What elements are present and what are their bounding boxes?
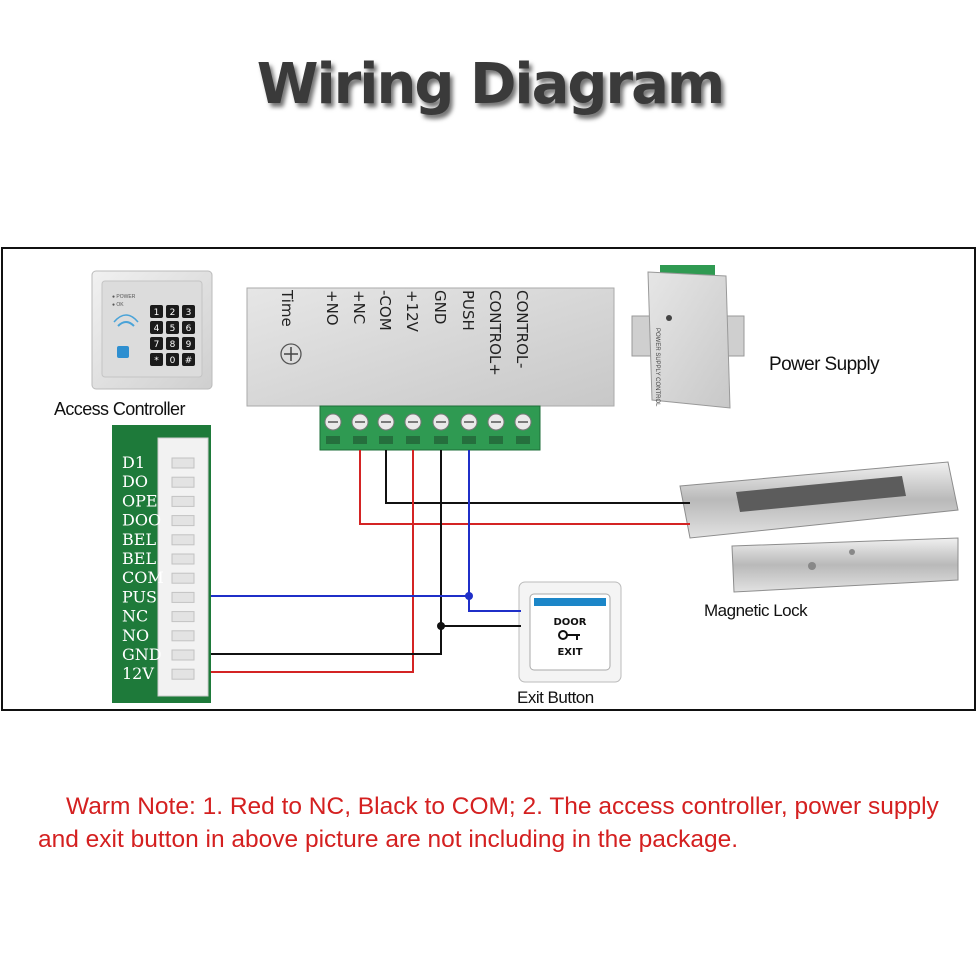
pcb-pin-slot (171, 553, 195, 565)
pcb-pin-label: COM (122, 568, 164, 587)
svg-text:POWER SUPPLY CONTROL: POWER SUPPLY CONTROL (654, 328, 660, 407)
pcb-pin-slot (171, 572, 195, 584)
keypad-key-label: 5 (170, 324, 176, 334)
access-controller-label: Access Controller (54, 399, 185, 419)
terminal-label: CONTROL+ (486, 290, 504, 376)
terminal-label: PUSH (459, 290, 477, 331)
magnetic-lock-label: Magnetic Lock (704, 601, 808, 620)
pcb-pin-label: OPE (122, 491, 158, 510)
warm-note-line-1: Warm Note: 1. Red to NC, Black to COM; 2… (66, 793, 939, 820)
svg-text:● OK: ● OK (112, 302, 124, 308)
pcb-pin-slot (171, 495, 195, 507)
pcb-pin-label: PUS (122, 587, 157, 606)
keypad-key-label: 4 (154, 324, 160, 334)
wire-black-gnd-to-pcb (211, 450, 442, 655)
junction-dot-black (437, 622, 445, 630)
keypad-key-label: 2 (170, 308, 176, 318)
exit-button-door-text: DOOR (553, 617, 586, 628)
pcb-pin-label: BEL (122, 549, 156, 568)
exit-button-label: Exit Button (517, 688, 594, 707)
terminal-label: GND (431, 290, 449, 324)
pcb-pin-slot (171, 476, 195, 488)
pcb-pin-slot (171, 591, 195, 603)
rfid-icon (117, 321, 135, 327)
exit-button: DOOR EXIT (518, 581, 622, 683)
pcb-pin-slot (171, 534, 195, 546)
pcb-pin-label: NC (122, 607, 148, 626)
pcb-pin-label: DOO (122, 511, 161, 530)
key-icon (558, 630, 580, 640)
keypad-key (166, 305, 179, 318)
terminal-label: +12V (403, 290, 421, 333)
keypad-key (150, 321, 163, 334)
keypad-key-label: # (185, 356, 193, 366)
warm-note-line-2: and exit button in above picture are not… (38, 826, 739, 853)
keypad-key-label: 6 (186, 324, 192, 334)
keypad-key (150, 305, 163, 318)
pcb-pin-label: D1 (122, 453, 145, 472)
pcb-pin-slot (171, 630, 195, 642)
keypad-key (166, 353, 179, 366)
terminal-label: CONTROL- (513, 290, 531, 368)
wires (211, 450, 690, 673)
pcb-pin-label: NO (122, 626, 149, 645)
keypad-key (182, 305, 195, 318)
pcb-pin-label: BEL (122, 530, 156, 549)
keypad-key-label: 8 (170, 340, 176, 350)
keypad-key-label: 7 (154, 340, 160, 350)
keypad-key (182, 321, 195, 334)
diagram-frame (1, 247, 976, 711)
pcb-pin-label: DO (122, 472, 148, 491)
pcb-pin-slot (171, 611, 195, 623)
power-supply: POWER SUPPLY CONTROL (631, 265, 745, 409)
terminal-label: +NC (350, 290, 368, 324)
time-label: Time (278, 289, 296, 327)
magnetic-lock (679, 461, 959, 593)
terminal-label: -COM (376, 290, 394, 331)
keypad-key (182, 337, 195, 350)
keypad-key-label: 1 (154, 308, 160, 318)
pcb-pin-label: 12V (122, 664, 154, 683)
keypad-key-label: 0 (170, 356, 176, 366)
keypad-key (166, 337, 179, 350)
keypad-key-label: 9 (186, 340, 192, 350)
terminal-label: +NO (323, 290, 341, 326)
time-adjust-knob-icon (280, 343, 302, 365)
exit-button-exit-text: EXIT (557, 647, 582, 658)
keypad-key-label: * (154, 356, 159, 366)
wire-blue-push-to-exit (468, 596, 521, 612)
keypad-key-label: 3 (186, 308, 192, 318)
bell-icon (117, 346, 129, 358)
wire-red-nc-to-lock (359, 450, 690, 525)
wire-red-12v-to-pcb (211, 450, 414, 673)
power-supply-label: Power Supply (769, 354, 880, 375)
pcb-pin-label: GND (122, 645, 162, 664)
page-title: Wiring Diagram (256, 52, 726, 117)
wire-black-com-to-lock (385, 450, 690, 504)
warm-note: Warm Note: 1. Red to NC, Black to COM; 2… (38, 790, 973, 856)
pcb-pin-slot (171, 668, 195, 680)
keypad-key (166, 321, 179, 334)
svg-text:● POWER: ● POWER (112, 294, 136, 300)
pcb-pin-slot (171, 457, 195, 469)
pcb-pin-slot (171, 515, 195, 527)
pcb-pin-slot (171, 649, 195, 661)
keypad-key (150, 337, 163, 350)
junction-dot-blue (465, 592, 473, 600)
power-control-box: +NO +NC -COM +12V GND PUSH CONTROL+ CONTROL- Ti… (246, 287, 615, 451)
keypad-key (150, 353, 163, 366)
keypad-key (182, 353, 195, 366)
